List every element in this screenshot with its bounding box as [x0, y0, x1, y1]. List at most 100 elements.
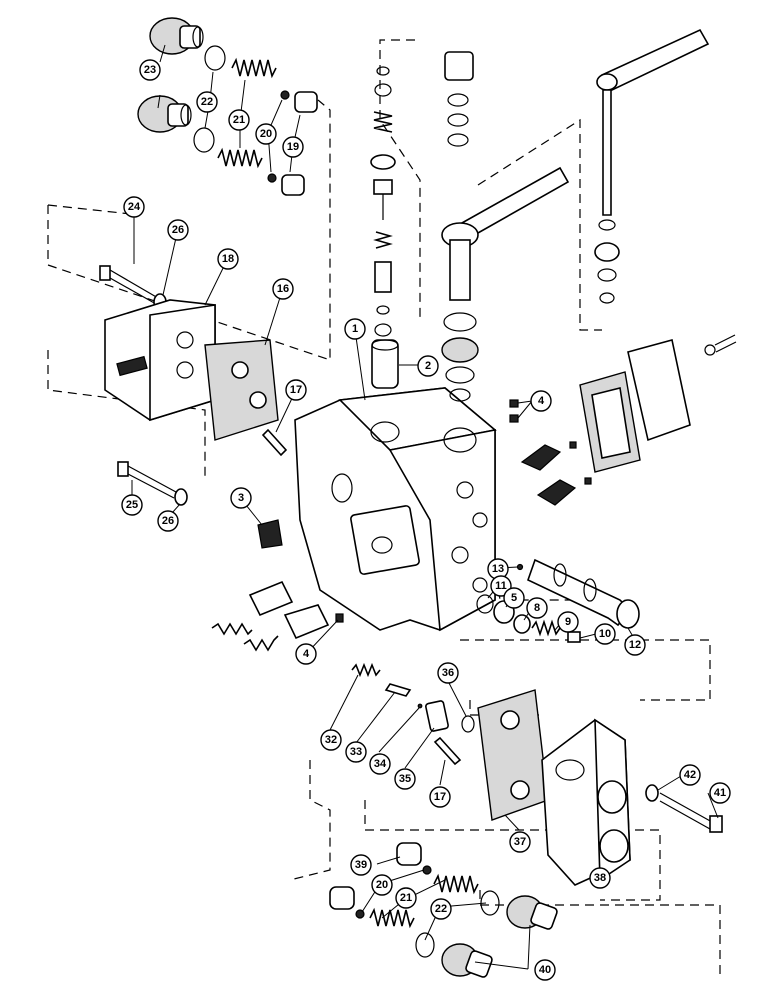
- gasket-37: [477, 689, 549, 821]
- callout-20-lower: 20: [371, 874, 393, 896]
- bolt-25: [117, 461, 177, 499]
- washer-26-lower: [174, 488, 188, 506]
- callout-label: 17: [434, 791, 446, 803]
- callout-1: 1: [344, 318, 366, 340]
- callout-12: 12: [624, 634, 646, 656]
- lever-upper-right: [594, 28, 710, 304]
- callout-21-lower: 21: [395, 887, 417, 909]
- center-stack-small-parts: [370, 66, 396, 337]
- callout-label: 37: [514, 836, 526, 848]
- callout-label: 26: [172, 224, 184, 236]
- callout-label: 22: [201, 96, 213, 108]
- callout-5: 5: [503, 587, 525, 609]
- callout-38: 38: [589, 867, 611, 889]
- callout-label: 22: [435, 903, 447, 915]
- callout-label: 34: [374, 758, 387, 770]
- callout-label: 20: [260, 128, 272, 140]
- callout-23a: 23: [139, 59, 161, 81]
- callout-22-lower: 22: [430, 898, 452, 920]
- callout-label: 40: [539, 964, 551, 976]
- callout-37: 37: [509, 831, 531, 853]
- callout-16: 16: [272, 278, 294, 300]
- callout-41: 41: [709, 782, 731, 804]
- callout-33: 33: [345, 741, 367, 763]
- callout-10: 10: [594, 623, 616, 645]
- callout-22: 22: [196, 91, 218, 113]
- callout-label: 33: [350, 746, 362, 758]
- bottom-fittings-40: [441, 895, 558, 978]
- spring-21: [217, 57, 277, 169]
- lever-lower-center: [441, 166, 570, 402]
- callout-19: 19: [282, 136, 304, 158]
- sleeve-2: [371, 339, 399, 389]
- callout-18: 18: [217, 248, 239, 270]
- callout-label: 26: [162, 515, 174, 527]
- callout-26-lower: 26: [157, 510, 179, 532]
- callout-label: 11: [495, 580, 507, 592]
- callout-40: 40: [534, 959, 556, 981]
- ball-20: [267, 90, 290, 183]
- callout-label: 9: [565, 616, 571, 628]
- callout-label: 4: [303, 648, 310, 660]
- callout-26-upper: 26: [167, 219, 189, 241]
- callout-label: 36: [442, 667, 454, 679]
- callout-label: 35: [399, 773, 411, 785]
- callout-34: 34: [369, 753, 391, 775]
- callout-25: 25: [121, 494, 143, 516]
- bottom-springs-21: [369, 873, 479, 929]
- callout-label: 10: [599, 628, 611, 640]
- callout-label: 3: [238, 492, 244, 504]
- callout-label: 13: [492, 563, 504, 575]
- callout-label: 24: [128, 201, 141, 213]
- o-ring-22: [193, 45, 226, 153]
- valve-body-1: [294, 387, 497, 632]
- callout-36: 36: [437, 662, 459, 684]
- callout-label: 32: [325, 734, 337, 746]
- cover-18: [104, 299, 216, 422]
- callout-label: 1: [352, 323, 358, 335]
- callout-label: 19: [287, 141, 299, 153]
- bottom-plungers-39: [329, 842, 422, 910]
- callout-label: 39: [355, 859, 367, 871]
- callout-label: 2: [425, 360, 431, 372]
- callout-label: 21: [400, 892, 412, 904]
- callout-label: 5: [511, 592, 517, 604]
- callout-label: 16: [277, 283, 289, 295]
- cover-38: [541, 718, 631, 886]
- callout-17-lower: 17: [429, 786, 451, 808]
- callout-label: 38: [594, 872, 606, 884]
- detent-cams: [520, 441, 592, 506]
- callout-label: 17: [290, 384, 302, 396]
- callout-42: 42: [679, 764, 701, 786]
- bolt-41-washer-42: [645, 784, 723, 833]
- callout-label: 41: [714, 787, 726, 799]
- callout-24: 24: [123, 196, 145, 218]
- spool-12: [527, 558, 640, 629]
- dashed-grouping-lines: [47, 39, 721, 975]
- callout-9: 9: [557, 611, 579, 633]
- callout-8: 8: [526, 597, 548, 619]
- callout-4-upper: 4: [530, 390, 552, 412]
- bolt-24: [99, 265, 159, 305]
- left-plungers: [211, 580, 344, 652]
- pin-17-upper: [261, 428, 288, 457]
- fitting-23-upper: [149, 17, 204, 55]
- callout-label: 21: [233, 114, 245, 126]
- callout-2: 2: [417, 355, 439, 377]
- callout-label: 18: [222, 253, 234, 265]
- plunger-19: [281, 91, 318, 196]
- callout-label: 20: [376, 879, 388, 891]
- callout-label: 8: [534, 602, 540, 614]
- callout-13: 13: [487, 558, 509, 580]
- detent-4-upper: [509, 399, 519, 423]
- callout-label: 23: [144, 64, 156, 76]
- cap-and-orings-top: [444, 51, 474, 147]
- callout-label: 12: [629, 639, 641, 651]
- gasket-16: [204, 339, 279, 441]
- callout-4-lower: 4: [295, 643, 317, 665]
- callout-20: 20: [255, 123, 277, 145]
- plug-3: [257, 519, 283, 549]
- callout-label: 42: [684, 769, 696, 781]
